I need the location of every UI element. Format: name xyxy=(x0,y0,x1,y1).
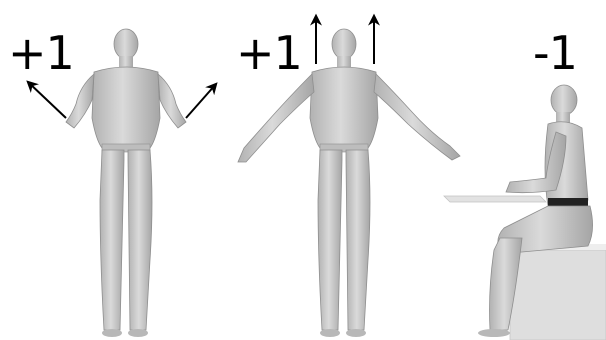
score-label-figure-1: +1 xyxy=(8,30,74,76)
score-label-figure-3: -1 xyxy=(533,30,577,76)
score-label-figure-2: +1 xyxy=(236,30,302,76)
figure-1-person xyxy=(66,29,186,337)
